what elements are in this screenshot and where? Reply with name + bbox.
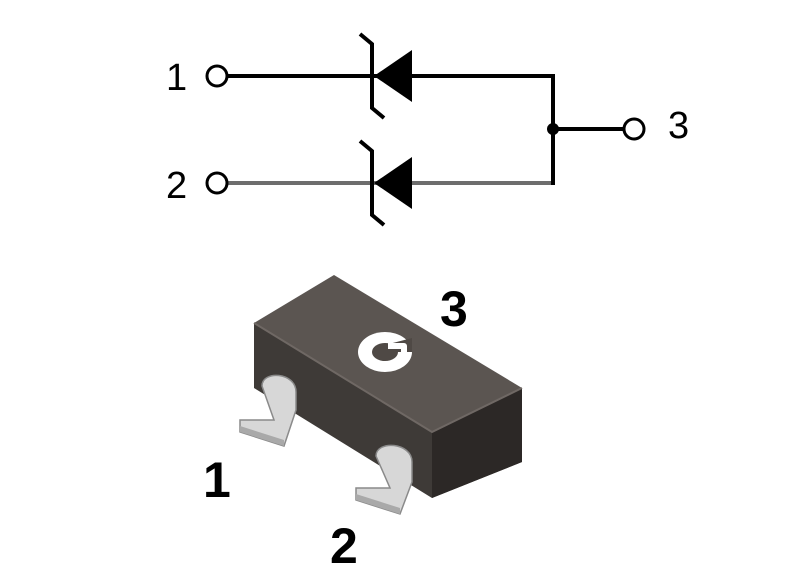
junction-dot — [547, 123, 559, 135]
schematic-pin3-label: 3 — [668, 105, 689, 147]
package-pin1-label: 1 — [203, 452, 231, 508]
lead-pin2 — [355, 444, 413, 515]
terminal-pin2 — [205, 171, 229, 195]
package-body-end — [432, 388, 522, 498]
zener-diode-1-icon — [358, 32, 412, 120]
lead-pin1 — [239, 374, 297, 447]
package-pin2-label: 2 — [330, 518, 358, 574]
terminal-pin3 — [622, 117, 646, 141]
terminal-pin1 — [205, 64, 229, 88]
zener-diode-2-icon — [358, 139, 412, 227]
schematic-pin1-label: 1 — [166, 57, 187, 99]
sot23-package: 1 2 3 — [203, 275, 523, 574]
package-pin3-label: 3 — [440, 281, 468, 337]
schematic: 1 2 3 — [166, 32, 689, 227]
schematic-pin2-label: 2 — [166, 165, 187, 207]
g-logo-icon — [358, 332, 412, 372]
